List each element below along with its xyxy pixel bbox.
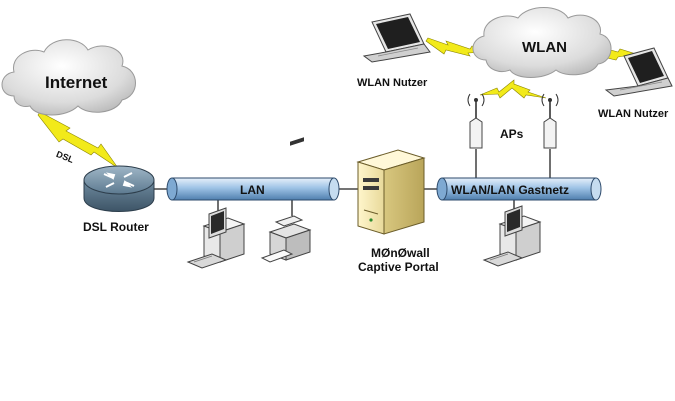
wlan-cloud-label: WLAN xyxy=(522,39,567,56)
dsl-router-label: DSL Router xyxy=(83,220,149,234)
lan-bus-label: LAN xyxy=(240,183,265,197)
guest-network-bus xyxy=(436,177,602,201)
laptop-left-icon xyxy=(362,13,431,63)
guest-pc-icon xyxy=(482,205,542,267)
aps-label: APs xyxy=(500,127,524,141)
internet-cloud-icon xyxy=(1,39,136,116)
dsl-link-label: DSL xyxy=(55,149,76,165)
dsl-lightning-icon xyxy=(37,111,119,169)
lan-pc-icon xyxy=(186,207,246,269)
dsl-router-icon xyxy=(83,165,155,212)
guest-network-label: WLAN/LAN Gastnetz xyxy=(451,183,569,197)
laptop-right-icon xyxy=(604,47,673,97)
connection-lines xyxy=(153,149,551,216)
server-icon xyxy=(356,149,426,235)
printer-icon xyxy=(260,137,312,263)
access-point-left-icon xyxy=(467,93,485,149)
server-role-label: Captive Portal xyxy=(358,260,439,274)
server-name-label: MØnØwall xyxy=(371,246,430,260)
wlan-cloud-icon xyxy=(472,7,612,78)
ap-link-lightning-icon xyxy=(479,79,547,99)
lan-bus xyxy=(166,177,340,201)
wlan-user-right-label: WLAN Nutzer xyxy=(598,108,669,120)
internet-label: Internet xyxy=(45,73,108,92)
wlan-user-left-label: WLAN Nutzer xyxy=(357,77,428,89)
access-point-right-icon xyxy=(541,93,559,149)
